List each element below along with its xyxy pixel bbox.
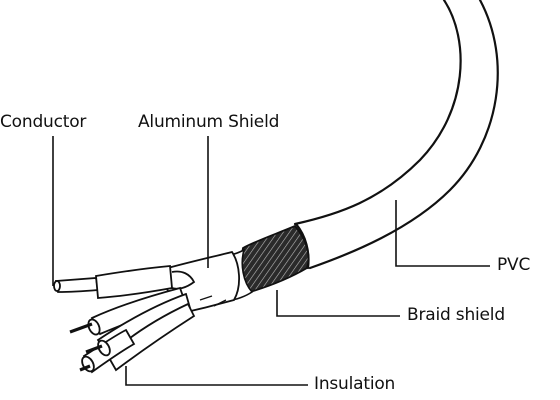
aluminum-shield-label: Aluminum Shield bbox=[138, 112, 280, 132]
braid-shield-label: Braid shield bbox=[407, 305, 505, 325]
braid-shield bbox=[229, 224, 310, 301]
pvc-label: PVC bbox=[497, 255, 531, 275]
callout-lines bbox=[52, 136, 490, 386]
conductor-label: Conductor bbox=[0, 112, 87, 132]
insulated-conductors bbox=[69, 286, 196, 374]
callout-line-insulation bbox=[125, 366, 308, 386]
callout-line-braid bbox=[276, 290, 400, 317]
insulation-label: Insulation bbox=[314, 374, 396, 394]
conductor-wire bbox=[53, 265, 173, 299]
callout-line-pvc bbox=[395, 200, 490, 267]
